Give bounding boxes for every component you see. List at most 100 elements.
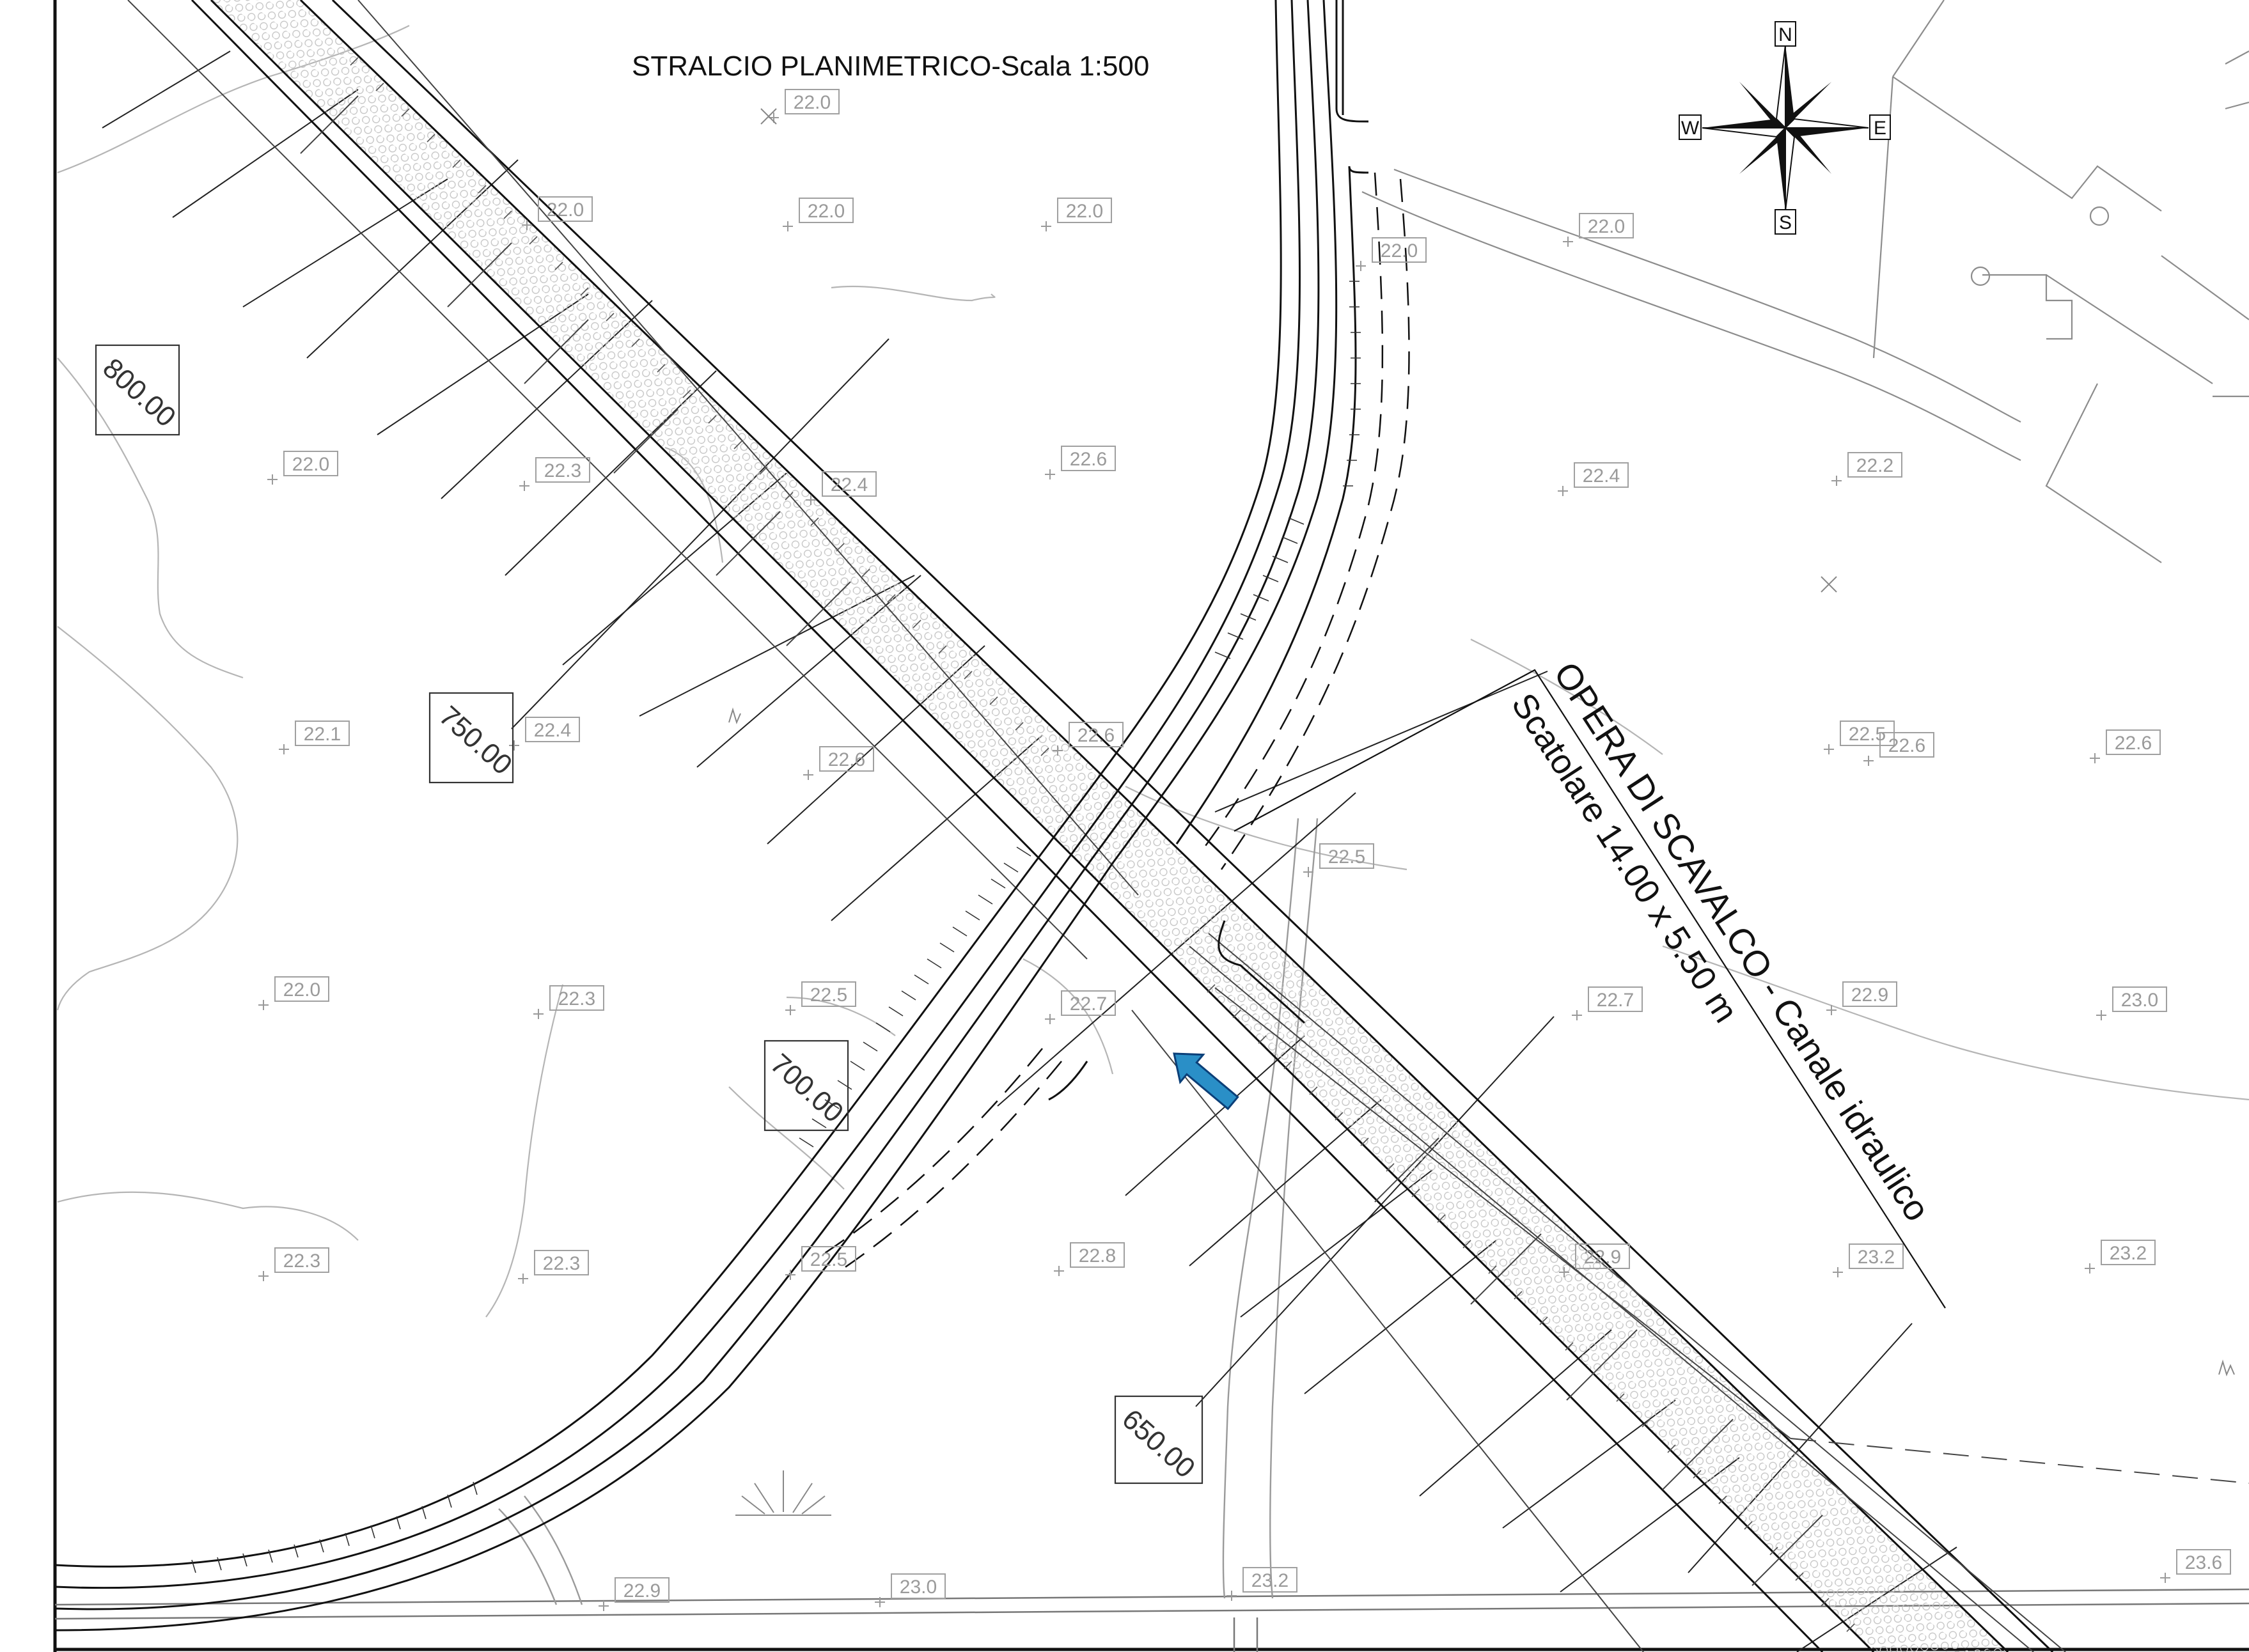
spot-elevation-marker: [1226, 1591, 1237, 1601]
spot-elevation-label: 22.2: [1856, 455, 1893, 476]
spot-elevation-marker: [2096, 1010, 2106, 1020]
spot-elevation-marker: [1824, 744, 1834, 754]
spot-elevation-label: 22.3: [283, 1251, 320, 1272]
spot-elevation: 22.9: [1826, 981, 1897, 1015]
spot-elevation-marker: [783, 221, 793, 231]
spot-elevation-marker: [267, 474, 278, 485]
flow-direction-arrow: [1173, 1052, 1239, 1110]
spot-elevation-marker: [785, 1005, 795, 1015]
spot-elevation-marker: [522, 220, 532, 230]
spot-elevation: 22.3: [518, 1250, 589, 1284]
station-700: 700.00: [764, 1040, 849, 1132]
station-label: 700.00: [764, 1048, 849, 1128]
spot-elevation-label: 22.0: [1066, 201, 1103, 222]
spot-elevation-marker: [1356, 261, 1366, 271]
spot-elevation-label: 22.4: [1583, 465, 1620, 487]
spot-elevation-label: 22.9: [1851, 985, 1888, 1006]
spot-elevation: 23.2: [1833, 1243, 1904, 1277]
spot-elevation: 22.3: [258, 1247, 329, 1281]
spot-elevation-label: 22.3: [543, 1253, 580, 1274]
spot-elevation-marker: [533, 1009, 544, 1019]
spot-elevation-marker: [1053, 745, 1063, 756]
point-markers: [760, 108, 1837, 593]
spot-elevation: 22.0: [1563, 213, 1634, 247]
terrain-contours: [56, 25, 2249, 1318]
spot-elevation-label: 22.6: [1888, 735, 1925, 756]
spot-elevation-label: 22.3: [558, 988, 595, 1009]
spot-elevation: 22.9: [599, 1577, 670, 1611]
spot-elevation-marker: [1833, 1267, 1843, 1277]
spot-elevation-label: 22.6: [1077, 725, 1115, 746]
station-label: 650.00: [1116, 1403, 1201, 1484]
spot-elevation-marker: [1045, 469, 1055, 479]
spot-elevation: 22.5: [785, 1246, 856, 1280]
spot-elevation: 23.0: [2096, 986, 2167, 1020]
spot-elevation: 22.5: [785, 981, 856, 1015]
spot-elevation: 22.0: [1041, 198, 1112, 231]
spot-elevation-label: 22.3: [544, 460, 581, 481]
spot-elevation-label: 22.8: [1079, 1245, 1116, 1266]
spot-elevation-label: 22.1: [304, 724, 341, 745]
spot-elevation: 22.3: [519, 457, 590, 491]
spot-elevation: 22.0: [258, 976, 329, 1010]
spot-elevation: 23.2: [1226, 1567, 1297, 1601]
spot-elevation-marker: [803, 770, 813, 780]
spot-elevation-marker: [519, 481, 529, 491]
spot-elevation: 22.5: [1824, 721, 1895, 754]
spot-elevation-label: 22.9: [623, 1580, 661, 1601]
spot-elevation-marker: [2085, 1263, 2095, 1274]
spot-elevation-marker: [279, 744, 289, 754]
spot-elevation: 22.3: [533, 985, 604, 1019]
spot-elevation: 23.0: [875, 1573, 946, 1607]
spot-elevation-marker: [258, 1271, 269, 1281]
spot-elevation-marker: [1826, 1005, 1837, 1015]
spot-elevation: 23.6: [2160, 1549, 2231, 1583]
spot-elevation: 22.0: [1356, 237, 1427, 271]
station-label: 800.00: [97, 352, 182, 433]
spot-elevation-label: 23.2: [1251, 1570, 1289, 1591]
spot-elevation-label: 22.7: [1597, 990, 1634, 1011]
spot-elevation-marker: [785, 1270, 795, 1280]
spot-elevation-label: 22.4: [831, 474, 868, 495]
spot-elevation: 22.1: [279, 721, 350, 754]
spot-elevation-label: 22.0: [808, 201, 845, 222]
spot-elevation-marker: [2160, 1573, 2170, 1583]
spot-elevation-marker: [806, 495, 816, 505]
spot-elevation-marker: [258, 1000, 269, 1010]
spot-elevation-marker: [599, 1601, 609, 1611]
spot-elevation-label: 22.9: [1584, 1247, 1621, 1268]
spot-elevation: 22.5: [1303, 843, 1374, 877]
spot-elevation: 22.4: [806, 471, 877, 505]
spot-elevation-label: 22.6: [1070, 449, 1107, 470]
spot-elevation-label: 23.2: [2110, 1243, 2147, 1264]
plan-title: STRALCIO PLANIMETRICO-Scala 1:500: [632, 51, 1149, 82]
farm-track: [498, 818, 1319, 1605]
spot-elevation-label: 22.0: [794, 92, 831, 113]
spot-elevation: 22.0: [783, 198, 854, 231]
road-hatching: [191, 281, 1361, 1573]
field-track: [1361, 168, 2021, 461]
station-label: 750.00: [433, 700, 518, 781]
spot-elevation: 22.0: [267, 451, 338, 485]
spot-elevation-label: 22.0: [1588, 216, 1625, 237]
spot-elevation: 22.6: [1053, 722, 1124, 756]
station-750: 750.00: [428, 692, 518, 784]
spot-elevation: 22.6: [1045, 446, 1116, 479]
spot-elevation-marker: [1054, 1266, 1064, 1276]
compass-west-label: W: [1681, 118, 1700, 139]
spot-elevation: 22.6: [2090, 729, 2161, 763]
spot-elevation: 22.6: [803, 746, 874, 780]
spot-elevation: 22.7: [1572, 986, 1643, 1020]
spot-elevation-label: 22.6: [2115, 733, 2152, 754]
spot-elevation-marker: [509, 740, 519, 751]
spot-elevation-label: 22.5: [1328, 846, 1365, 868]
spot-elevation: 22.8: [1054, 1242, 1125, 1276]
compass-rose: N S E W: [1679, 21, 1891, 235]
spot-elevation-marker: [1563, 237, 1573, 247]
spot-elevation-label: 22.0: [1381, 240, 1418, 261]
spot-elevation-label: 23.2: [1858, 1247, 1895, 1268]
spot-elevation-label: 23.6: [2185, 1552, 2222, 1573]
spot-elevation-marker: [1041, 221, 1051, 231]
spot-elevation-marker: [1831, 476, 1842, 486]
